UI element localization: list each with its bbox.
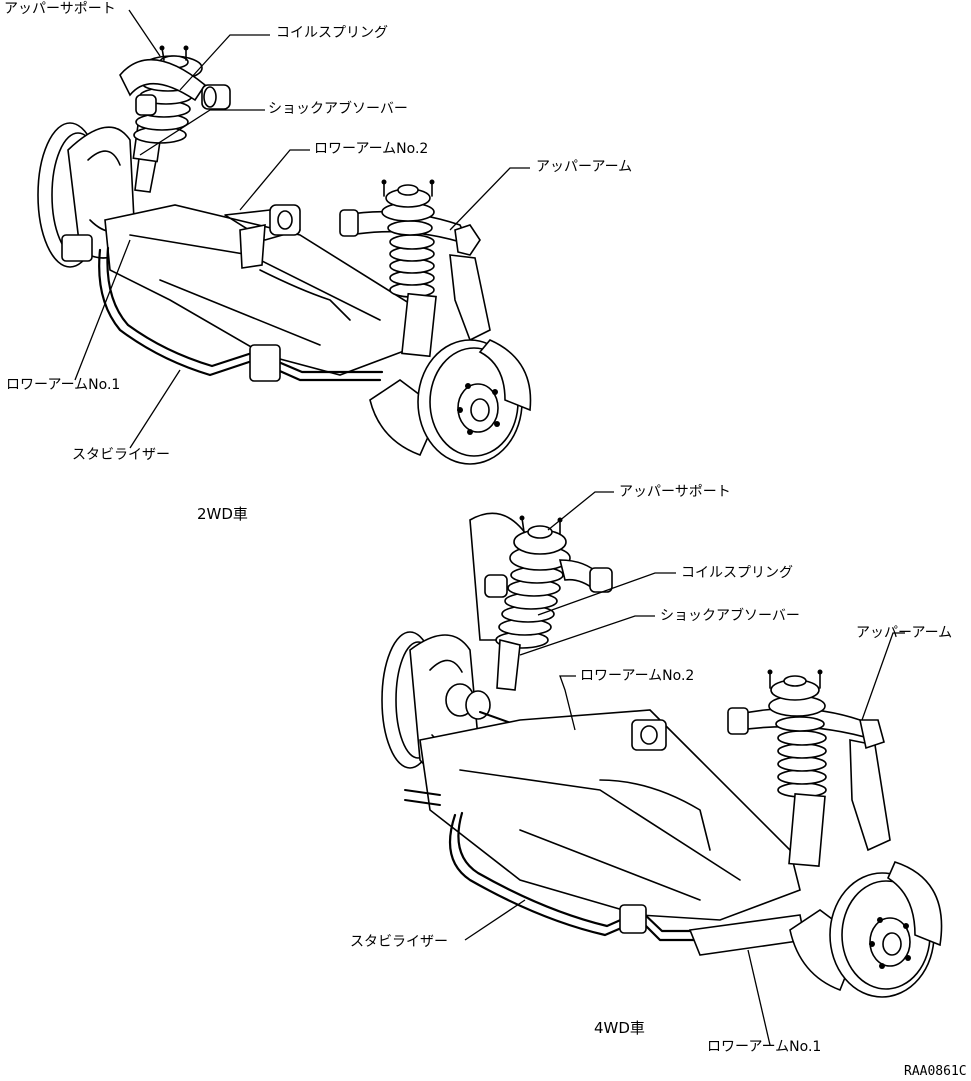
bottom-assembly [381, 512, 943, 998]
bottom-left-strut [469, 512, 613, 691]
bottom-stabilizer [404, 789, 714, 942]
bottom-right-disc [789, 861, 943, 998]
top-left-strut [119, 45, 231, 193]
bottom-label-lower-arm-no2: ロワーアームNo.2 [580, 668, 695, 684]
top-caption: 2WD車 [197, 505, 248, 523]
top-right-strut [339, 179, 491, 358]
bottom-right-strut [727, 669, 891, 868]
bottom-label-lower-arm-no1: ロワーアームNo.1 [707, 1039, 822, 1055]
top-label-upper-support: アッパーサポート [4, 1, 116, 17]
bottom-lower-arm [688, 914, 806, 956]
bottom-crossmember [419, 709, 801, 921]
top-label-coil-spring: コイルスプリング [276, 25, 388, 41]
top-leader-lines [74, 9, 530, 449]
bottom-leader-lines [464, 491, 905, 1046]
bottom-caption: 4WD車 [594, 1019, 645, 1037]
top-label-lower-arm-no2: ロワーアームNo.2 [314, 141, 429, 157]
bottom-label-upper-support: アッパーサポート [619, 484, 731, 500]
top-label-stabilizer: スタビライザー [72, 447, 170, 463]
figure-code: RAA0861C [904, 1064, 967, 1079]
top-label-lower-arm-no1: ロワーアームNo.1 [6, 377, 121, 393]
bottom-label-upper-arm: アッパーアーム [856, 625, 953, 641]
top-right-disc [369, 339, 532, 465]
top-label-upper-arm: アッパーアーム [536, 159, 633, 175]
top-label-shock-absorber: ショックアブソーバー [268, 101, 408, 117]
top-stabilizer [61, 234, 384, 382]
top-assembly [37, 45, 532, 465]
bottom-label-shock-absorber: ショックアブソーバー [660, 608, 800, 624]
top-crossmember [104, 204, 421, 376]
bottom-label-stabilizer: スタビライザー [350, 934, 448, 950]
bottom-label-coil-spring: コイルスプリング [681, 565, 793, 581]
